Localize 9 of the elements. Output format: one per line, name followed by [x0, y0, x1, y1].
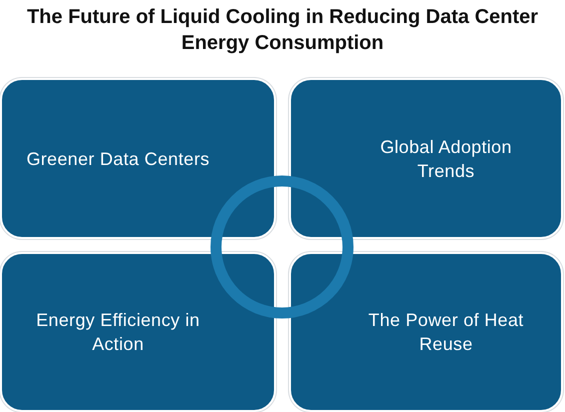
card-label: Greener Data Centers: [25, 148, 211, 170]
topic-card: [0, 252, 276, 412]
card-label: Global Adoption Trends: [379, 136, 513, 182]
card-label: Energy Efficiency in Action: [35, 309, 201, 356]
title: The Future of Liquid Cooling in Reducing Data Center Energy Consumption: [26, 5, 540, 56]
card-label: The Power of Heat Reuse: [367, 309, 525, 356]
topic-card: [0, 78, 276, 239]
topic-card: [289, 252, 563, 412]
topic-card: [289, 78, 563, 239]
